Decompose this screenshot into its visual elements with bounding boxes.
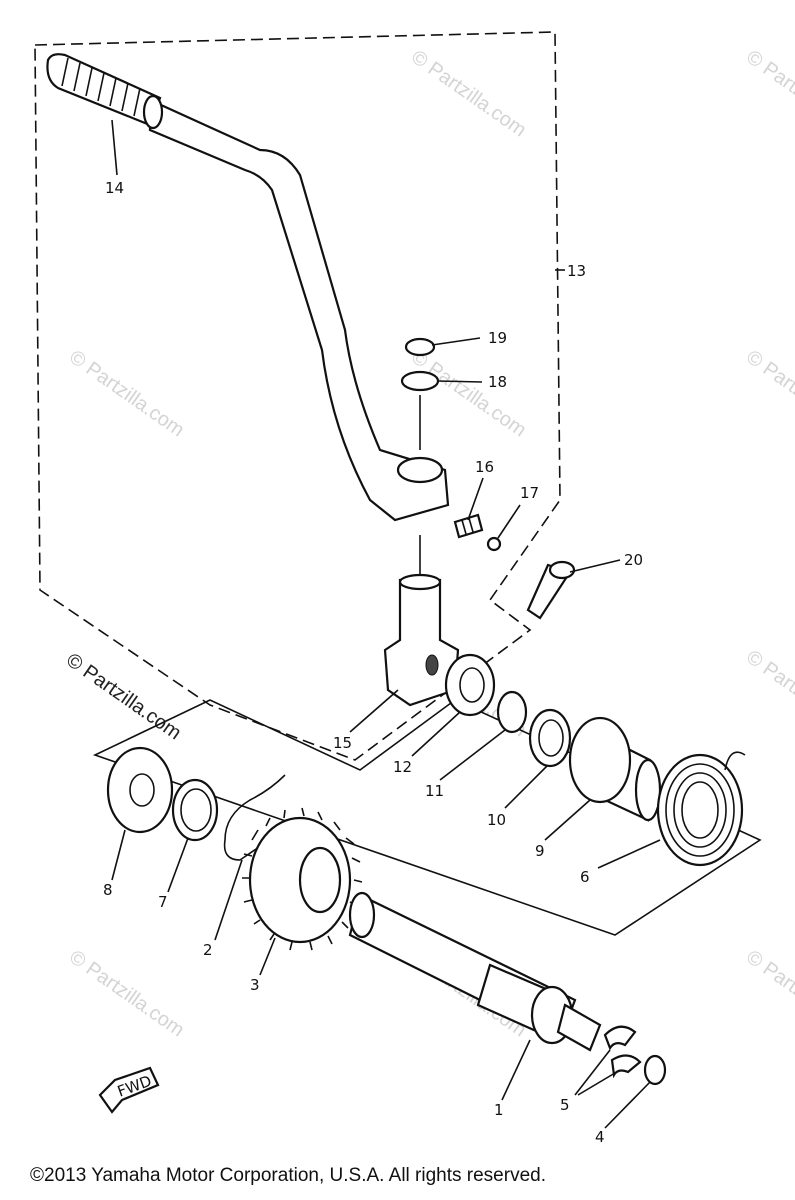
callout-12: 12 <box>393 758 412 776</box>
fwd-label: FWD <box>115 1072 154 1101</box>
oil-seal-12 <box>444 653 496 717</box>
callout-15: 15 <box>333 734 352 752</box>
spring-guide-9 <box>568 716 662 822</box>
callout-2: 2 <box>203 941 213 959</box>
watermark-3: © Partzilla.com <box>65 346 188 441</box>
holder-5a <box>603 1025 637 1051</box>
grip-texture <box>61 57 141 117</box>
leader-lines <box>111 119 661 1129</box>
callout-13: 13 <box>567 262 586 280</box>
ball-17 <box>486 536 502 552</box>
callout-20: 20 <box>624 551 643 569</box>
callout-16: 16 <box>475 458 494 476</box>
callout-6: 6 <box>580 868 590 886</box>
washer-18 <box>400 370 440 392</box>
fwd-arrow: FWD <box>98 1066 160 1114</box>
washer-19 <box>404 337 436 357</box>
callout-17: 17 <box>520 484 539 502</box>
kick-lever <box>46 53 450 522</box>
callout-7: 7 <box>158 893 168 911</box>
assembly-13-boundary <box>34 31 561 761</box>
watermark-5: © Partzilla.com <box>742 346 795 441</box>
kick-gear-3 <box>242 807 363 951</box>
callout-10: 10 <box>487 811 506 829</box>
washer-8 <box>106 746 174 834</box>
watermark-2: © Partzilla.com <box>742 46 795 141</box>
spring-16 <box>453 513 484 539</box>
torsion-spring-6 <box>656 751 746 867</box>
callout-18: 18 <box>488 373 507 391</box>
circlip-11 <box>496 690 528 734</box>
callout-3: 3 <box>250 976 260 994</box>
copyright-notice: ©2013 Yamaha Motor Corporation, U.S.A. A… <box>30 1165 546 1186</box>
watermark-10: © Partzilla.com <box>742 946 795 1041</box>
circlip-4 <box>643 1054 667 1086</box>
grip-collar <box>142 94 164 130</box>
callout-8: 8 <box>103 881 113 899</box>
kick-lever-arm <box>148 98 450 522</box>
kick-shaft-1 <box>348 891 602 1052</box>
watermark-dark: © Partzilla.com <box>62 649 185 744</box>
watermark-1: © Partzilla.com <box>407 46 530 141</box>
watermark-7: © Partzilla.com <box>742 646 795 741</box>
callouts: 14 13 19 18 16 17 20 15 12 11 10 9 6 8 7… <box>103 179 643 1146</box>
oil-seal-12-inner <box>459 667 485 703</box>
clip-2 <box>223 774 286 861</box>
callout-4: 4 <box>595 1128 605 1146</box>
watermark-4: © Partzilla.com <box>407 346 530 441</box>
watermark-8: © Partzilla.com <box>65 946 188 1041</box>
callout-14: 14 <box>105 179 124 197</box>
bolt-20 <box>526 560 576 620</box>
callout-19: 19 <box>488 329 507 347</box>
kick-boss-15 <box>383 535 460 707</box>
lever-pivot-hole <box>396 456 444 484</box>
callout-1: 1 <box>494 1101 504 1119</box>
callout-9: 9 <box>535 842 545 860</box>
callout-11: 11 <box>425 782 444 800</box>
washer-10 <box>528 708 572 768</box>
watermarks: © Partzilla.com © Partzilla.com © Partzi… <box>62 46 795 1041</box>
callout-5: 5 <box>560 1096 570 1114</box>
